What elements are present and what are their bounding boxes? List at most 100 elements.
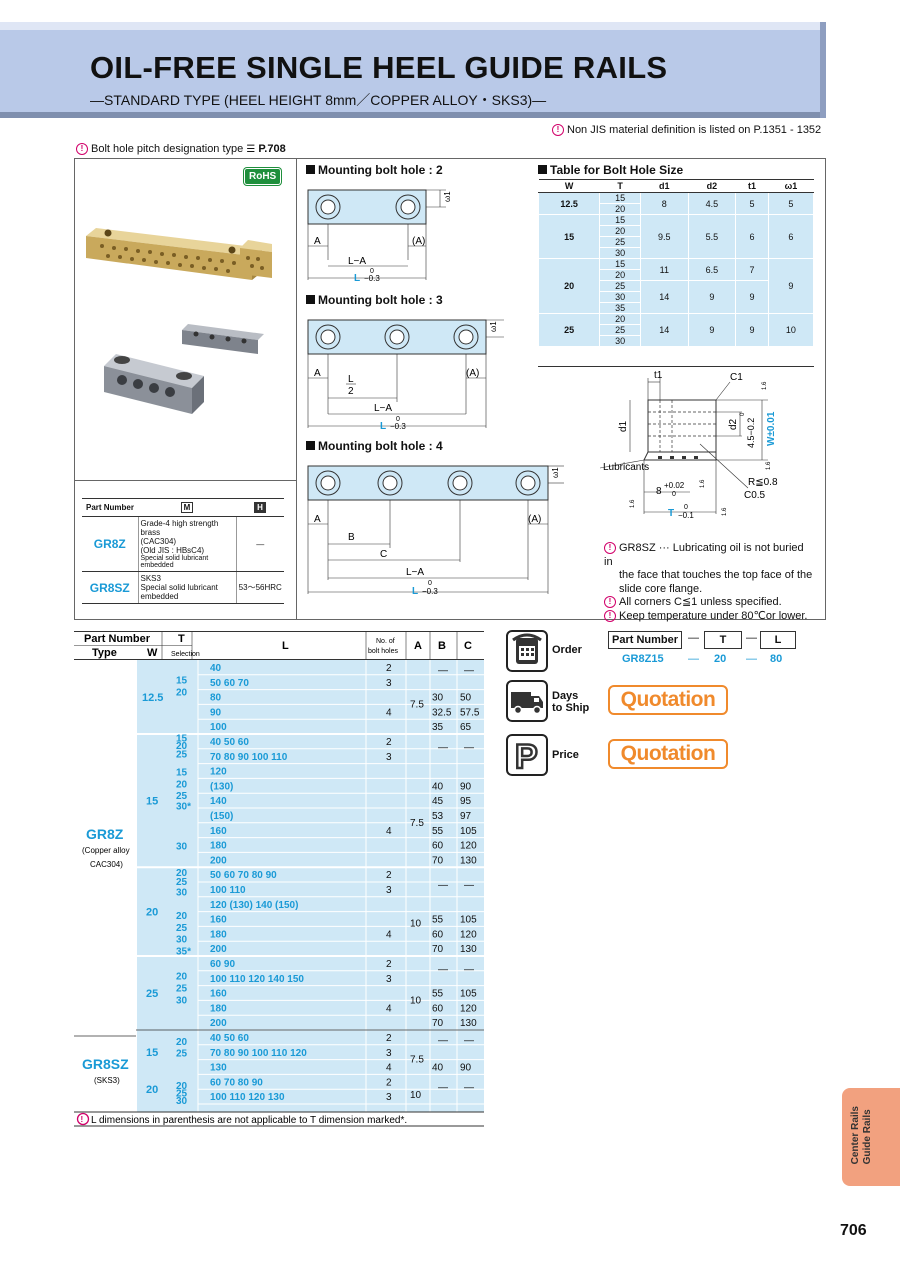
dash: — bbox=[464, 665, 474, 676]
dash: — bbox=[438, 665, 448, 676]
l-values: 100 bbox=[210, 722, 227, 733]
days-to-ship-label: Days to Ship bbox=[552, 690, 590, 714]
c-value: 97 bbox=[460, 811, 472, 822]
bolt-pitch-note[interactable]: !Bolt hole pitch designation type ☰ P.70… bbox=[76, 143, 286, 156]
header-banner-shadow bbox=[0, 112, 826, 118]
section-tab[interactable] bbox=[842, 1088, 900, 1186]
t-selection: 25 bbox=[176, 1089, 188, 1100]
l-values: 180 bbox=[210, 1003, 227, 1014]
bolt-holes: 3 bbox=[386, 1092, 392, 1103]
a-value: 7.5 bbox=[410, 818, 424, 829]
pn-example-dash: — bbox=[746, 653, 757, 665]
type-gr8sz: GR8SZ bbox=[82, 1056, 129, 1072]
l-values: (130) bbox=[210, 781, 233, 792]
t-selection: 30 bbox=[176, 995, 188, 1006]
b-value: 30 bbox=[432, 693, 444, 704]
dim-b: B bbox=[348, 532, 355, 543]
type-gr8z-mat: (Copper alloy bbox=[82, 846, 130, 855]
dim-height: 4.5−0.2 bbox=[746, 418, 756, 448]
bolt-holes: 2 bbox=[386, 1077, 392, 1088]
dim-d1: d1 bbox=[618, 420, 629, 432]
b-value: 70 bbox=[432, 855, 444, 866]
l-values: 100 110 120 130 bbox=[210, 1092, 285, 1103]
dim-half-two: 2 bbox=[348, 386, 354, 397]
dim-w: W±0.01 bbox=[766, 411, 777, 446]
notes-block: !GR8SZ ··· Lubricating oil is not buried… bbox=[604, 542, 813, 622]
pn-format-l: L bbox=[760, 631, 796, 649]
t-selection: 20 bbox=[176, 779, 188, 790]
l-values: 160 bbox=[210, 915, 227, 926]
l-values: 200 bbox=[210, 944, 227, 955]
col-d2: d2 bbox=[688, 179, 736, 193]
header-c: C bbox=[464, 640, 472, 652]
bolt-holes: 3 bbox=[386, 752, 392, 763]
dash: — bbox=[464, 1035, 474, 1046]
dim-a: A bbox=[314, 514, 321, 525]
dim-d2: d2 bbox=[728, 418, 739, 430]
dim-w1: ω1 bbox=[443, 191, 452, 202]
b-value: 60 bbox=[432, 841, 444, 852]
dim-l-tol: −0.3 bbox=[422, 587, 438, 596]
l-values: 40 50 60 bbox=[210, 1033, 249, 1044]
dim-height-zero: 0 bbox=[740, 412, 746, 416]
price-quotation-button[interactable]: Quotation bbox=[608, 739, 728, 769]
t-selection: 25 bbox=[176, 877, 188, 888]
truck-icon bbox=[506, 680, 548, 722]
header-selection: Selection bbox=[171, 651, 200, 658]
header-banner bbox=[0, 22, 826, 118]
header-w: W bbox=[147, 647, 158, 659]
c-value: 105 bbox=[460, 826, 477, 837]
dim-a: A bbox=[314, 368, 321, 379]
pn-dash: — bbox=[688, 632, 699, 644]
b-value: 35 bbox=[432, 722, 444, 733]
l-values: 160 bbox=[210, 989, 227, 1000]
dim-c: C bbox=[380, 549, 387, 560]
t-selection: 30 bbox=[176, 841, 188, 852]
dim-a-paren: (A) bbox=[466, 368, 479, 379]
pn-format-part-number: Part Number bbox=[608, 631, 682, 649]
c-value: 120 bbox=[460, 841, 477, 852]
cross-section-diagram: t1 C1 d1 d2 4.5−0.2 0 W±0.01 1.6 1.6 Lub… bbox=[600, 370, 778, 520]
roughness: 1.6 bbox=[762, 381, 768, 390]
l-values: (150) bbox=[210, 811, 233, 822]
dim-half-l: L bbox=[348, 374, 354, 385]
c-value: 65 bbox=[460, 722, 472, 733]
info-icon: ! bbox=[76, 143, 88, 156]
a-value: 10 bbox=[410, 995, 422, 1006]
rohs-badge: RoHS bbox=[244, 168, 282, 185]
b-value: 55 bbox=[432, 915, 444, 926]
l-values: 160 bbox=[210, 826, 227, 837]
dim-t1: t1 bbox=[654, 370, 663, 381]
dash: — bbox=[464, 880, 474, 891]
a-value: 10 bbox=[410, 1090, 422, 1101]
page-subtitle: —STANDARD TYPE (HEEL HEIGHT 8mm／COPPER A… bbox=[90, 92, 547, 108]
b-value: 60 bbox=[432, 1003, 444, 1014]
dim-w1: ω1 bbox=[551, 467, 560, 478]
hole-table-heading: Table for Bolt Hole Size bbox=[538, 163, 683, 177]
l-values: 180 bbox=[210, 929, 227, 940]
header-banner-highlight bbox=[0, 22, 826, 30]
bolt-holes: 4 bbox=[386, 707, 392, 718]
b-value: 45 bbox=[432, 796, 444, 807]
bolt-holes: 4 bbox=[386, 1003, 392, 1014]
w-value: 20 bbox=[146, 1084, 158, 1096]
pn-dash: — bbox=[746, 632, 757, 644]
table-row: GR8SZ SKS3 Special solid lubricant embed… bbox=[82, 571, 284, 604]
t-selection: 20 bbox=[176, 972, 188, 983]
w-value: 25 bbox=[146, 988, 158, 1000]
bolt-holes: 4 bbox=[386, 929, 392, 940]
l-values: 180 bbox=[210, 841, 227, 852]
c-value: 90 bbox=[460, 781, 472, 792]
dash: — bbox=[438, 1035, 448, 1046]
b-value: 70 bbox=[432, 1018, 444, 1029]
dim-eight-tol-zero: 0 bbox=[672, 491, 676, 498]
w-value: 12.5 bbox=[142, 692, 163, 704]
t-selection: 30 bbox=[176, 1096, 188, 1107]
t-selection: 15 bbox=[176, 733, 188, 744]
t-selection: 15 bbox=[176, 767, 188, 778]
days-quotation-button[interactable]: Quotation bbox=[608, 685, 728, 715]
l-values: 90 bbox=[210, 707, 222, 718]
l-values: 40 50 60 bbox=[210, 737, 249, 748]
non-jis-note: !Non JIS material definition is listed o… bbox=[552, 124, 821, 137]
